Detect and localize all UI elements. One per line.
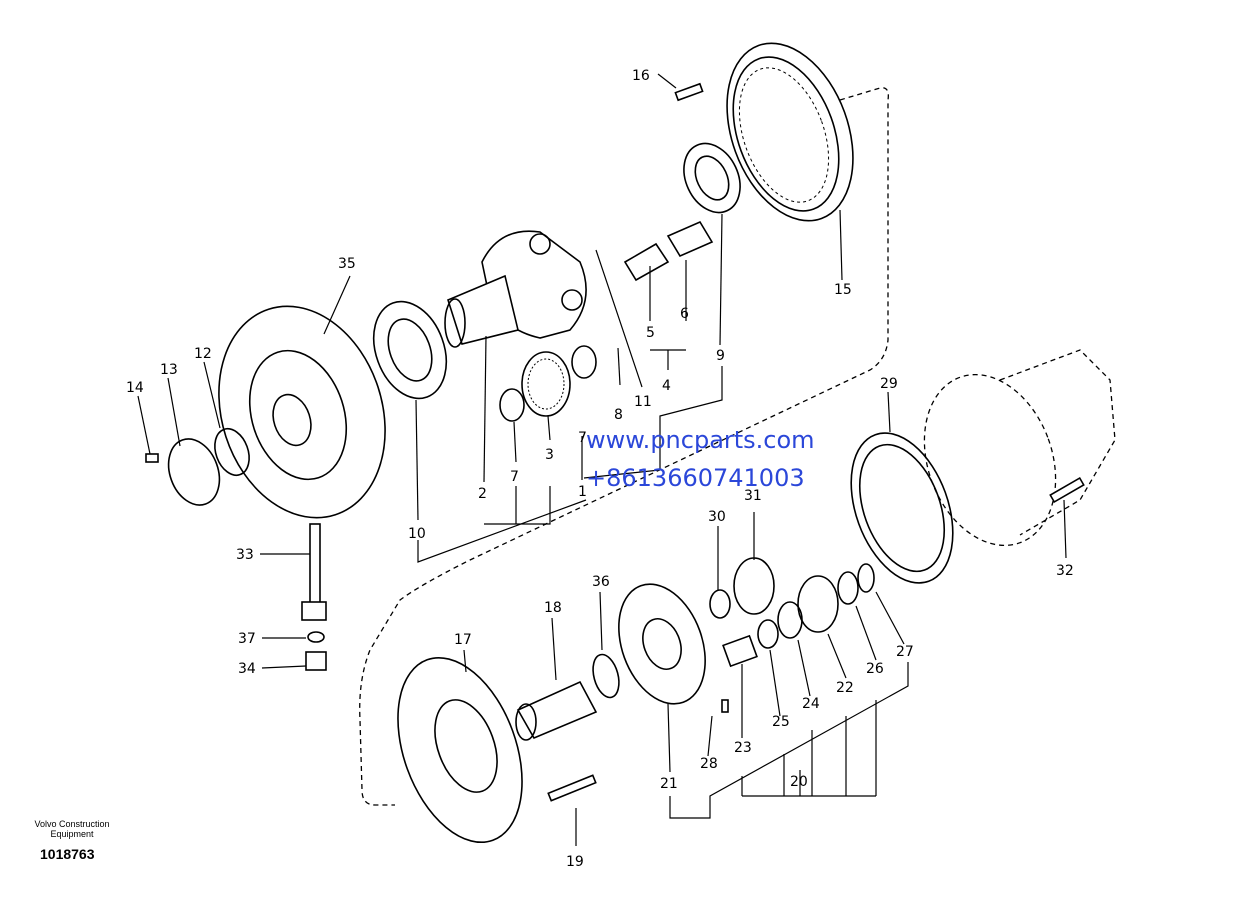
label-6: 6	[680, 306, 689, 322]
label-28: 28	[700, 756, 718, 772]
label-19: 19	[566, 854, 584, 870]
shaft-pins-5-6	[623, 220, 714, 282]
label-5: 5	[646, 325, 655, 341]
label-3: 3	[545, 447, 554, 463]
circlip-36	[592, 653, 620, 699]
label-37: 37	[238, 631, 256, 647]
label-8: 8	[614, 407, 623, 423]
bolt-19	[547, 774, 597, 802]
label-22: 22	[836, 680, 854, 696]
label-35: 35	[338, 256, 356, 272]
label-23: 23	[734, 740, 752, 756]
sun-gear-shaft-18	[515, 680, 598, 741]
pin-28	[721, 699, 729, 713]
label-11: 11	[634, 394, 652, 410]
carrier-plate-21	[618, 583, 706, 705]
label-34: 34	[238, 661, 256, 677]
label-10: 10	[408, 526, 426, 542]
washer-37	[307, 631, 325, 643]
label-24: 24	[802, 696, 820, 712]
label-20: 20	[790, 774, 808, 790]
label-31: 31	[744, 488, 762, 504]
watermark-url: www.pncparts.com	[586, 426, 815, 454]
label-25: 25	[772, 714, 790, 730]
label-32: 32	[1056, 563, 1074, 579]
shaft-33	[301, 523, 327, 621]
label-9: 9	[716, 348, 725, 364]
label-1: 1	[578, 484, 587, 500]
label-7a: 7	[510, 469, 519, 485]
label-16: 16	[632, 68, 650, 84]
circlip-27	[857, 563, 875, 593]
ring-gear-15	[726, 42, 854, 222]
assembly-boundary-line	[359, 87, 889, 806]
label-30: 30	[708, 509, 726, 525]
housing-17	[397, 656, 523, 844]
flange-35	[218, 305, 386, 519]
label-2: 2	[478, 486, 487, 502]
hydraulic-motor-outline	[923, 349, 1116, 547]
label-26: 26	[866, 661, 884, 677]
seal-12	[214, 427, 250, 477]
planet-gear-22	[797, 575, 839, 633]
thrust-washer-7	[499, 345, 597, 422]
label-7b: 7	[578, 430, 587, 446]
label-29: 29	[880, 376, 898, 392]
bolt-32	[1049, 476, 1085, 504]
label-14: 14	[126, 380, 144, 396]
label-18: 18	[544, 600, 562, 616]
label-12: 12	[194, 346, 212, 362]
bearing-9	[683, 142, 741, 214]
label-4: 4	[662, 378, 671, 394]
cover-plate-13	[167, 438, 221, 506]
label-15: 15	[834, 282, 852, 298]
leader-lines	[137, 73, 1067, 846]
company-caption: Volvo Construction Equipment	[34, 819, 110, 839]
label-33: 33	[236, 547, 254, 563]
watermark-phone: +8613660741003	[586, 464, 805, 492]
planet-carrier-2	[444, 230, 587, 348]
label-17: 17	[454, 632, 472, 648]
label-21: 21	[660, 776, 678, 792]
part-labels: 16 15 9 5 6 4 8 11 7 1 3 7 2 10 35 12 13…	[126, 68, 1074, 870]
pin-23	[722, 634, 758, 668]
pin-16	[674, 82, 704, 102]
planet-gear-3	[521, 351, 571, 417]
screw-14	[145, 453, 159, 463]
nut-34	[305, 651, 327, 671]
label-27: 27	[896, 644, 914, 660]
drawing-number: 1018763	[40, 846, 95, 862]
washer-26	[837, 571, 859, 605]
washer-25	[757, 619, 779, 649]
label-36: 36	[592, 574, 610, 590]
bearing-10	[372, 300, 448, 400]
label-13: 13	[160, 362, 178, 378]
ring-gear-29	[850, 432, 954, 584]
planet-gear-31	[733, 557, 775, 615]
thrust-washer-30	[709, 589, 731, 619]
